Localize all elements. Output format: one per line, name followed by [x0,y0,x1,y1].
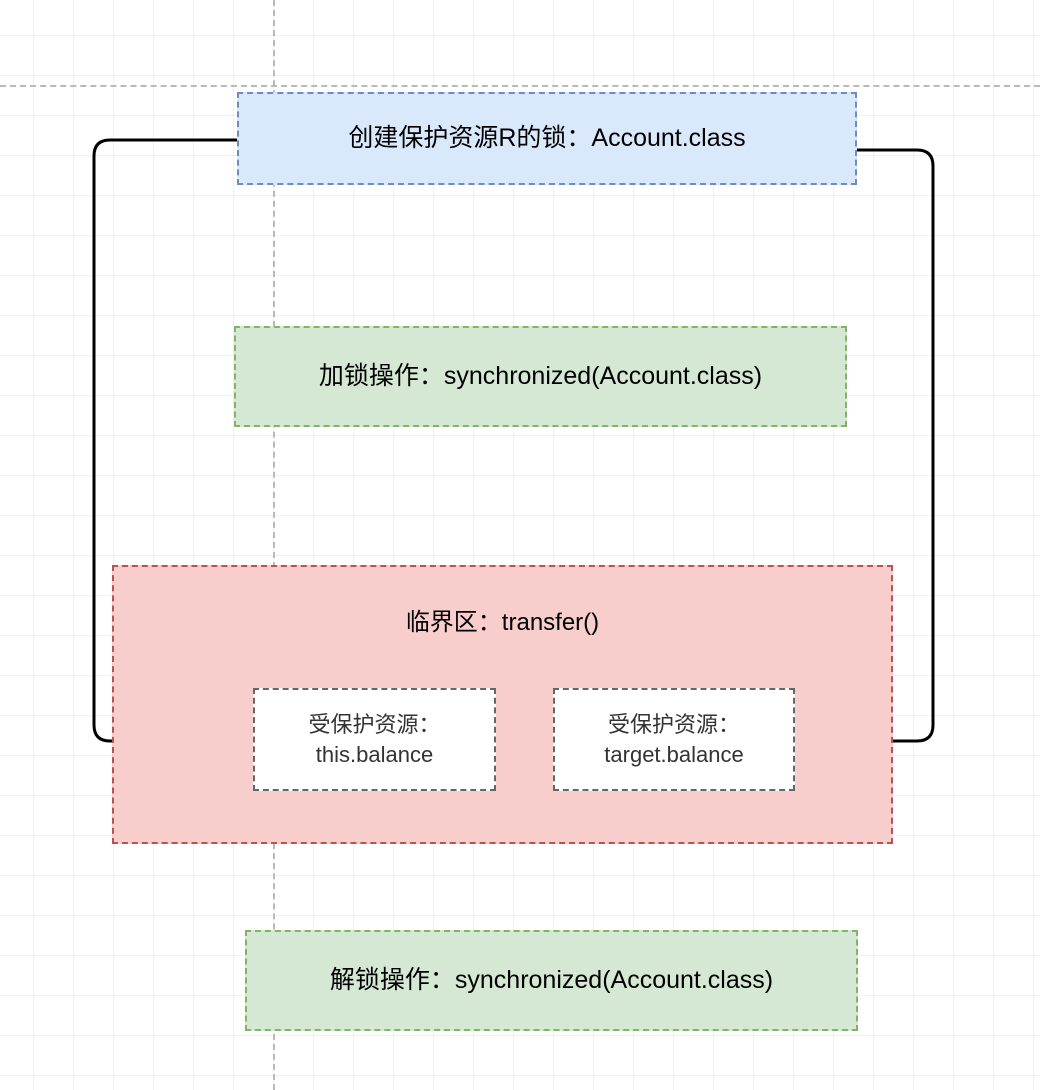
resource-left-line1: 受保护资源： [308,711,441,737]
node-protected-resource-this-balance[interactable]: 受保护资源： this.balance [253,688,496,791]
resource-left-line2: this.balance [315,741,434,767]
node-unlock-operation[interactable]: 解锁操作：synchronized(Account.class) [245,930,858,1031]
node-lock-operation-label: 加锁操作：synchronized(Account.class) [318,362,763,391]
node-critical-section[interactable]: 临界区：transfer() 受保护资源： this.balance 受保护资源… [112,565,893,844]
resource-right-line1: 受保护资源： [607,711,740,737]
resource-right-line2: target.balance [604,741,744,767]
node-lock-operation[interactable]: 加锁操作：synchronized(Account.class) [234,326,847,427]
major-gridline-horizontal [0,85,1040,87]
node-create-lock-label: 创建保护资源R的锁：Account.class [348,124,746,153]
node-create-lock[interactable]: 创建保护资源R的锁：Account.class [237,92,857,185]
node-unlock-operation-label: 解锁操作：synchronized(Account.class) [329,966,774,995]
node-protected-resource-target-balance[interactable]: 受保护资源： target.balance [553,688,795,791]
critical-section-title: 临界区：transfer() [405,609,600,636]
major-gridline-vertical [273,0,275,1090]
